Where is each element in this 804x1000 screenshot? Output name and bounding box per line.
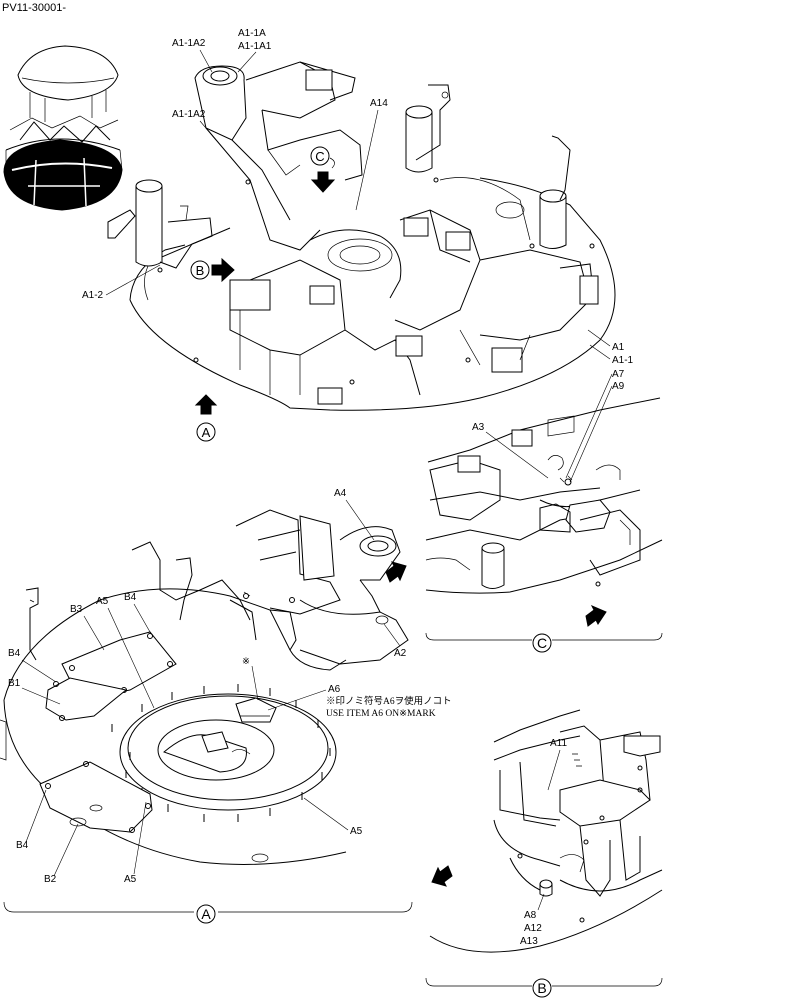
view-a-labels: A4 A2 ※ A6 ※印ノミ符号A6ヲ使用ノコト USE ITEM A6 ON… [8,488,452,885]
view-a-drawing [0,509,409,865]
svg-text:A: A [201,906,211,922]
note-a6-en: USE ITEM A6 ON※MARK [326,709,436,719]
label-a12: A12 [524,923,542,934]
arrow-view-a [194,394,218,415]
svg-text:C: C [315,149,324,164]
label-a4: A4 [334,488,347,499]
label-b3: B3 [70,604,83,615]
arrow-view-c [310,171,336,193]
label-a1-1a2-mid: A1-1A2 [172,109,206,120]
label-a6: A6 [328,684,341,695]
label-a9: A9 [612,381,625,392]
machine-thumbnail [3,45,123,211]
label-a1-1a1: A1-1A1 [238,41,272,52]
view-a-caption: A [3,901,413,924]
view-c-drawing [425,397,663,627]
view-c-caption: C [425,632,663,653]
callout-a: A [196,422,216,442]
label-a11: A11 [550,738,567,749]
arrow-view-a-direction [385,561,407,583]
label-a7: A7 [612,369,625,380]
ring-bolts [111,684,331,822]
label-a8: A8 [524,910,537,921]
upper-frame-drawing [107,61,616,415]
label-b2: B2 [44,874,57,885]
label-a2: A2 [394,648,407,659]
svg-text:A: A [202,425,211,440]
arrow-view-b-direction [431,865,453,887]
label-a1-1: A1-1 [612,355,634,366]
label-b4-left: B4 [8,648,21,659]
callout-b: B [190,260,210,280]
view-c-labels: A3 [472,373,613,483]
view-b-labels: A11 A8 A12 A13 [520,738,567,947]
svg-text:B: B [196,263,205,278]
svg-text:C: C [537,635,547,651]
label-b4-top: B4 [124,592,137,603]
svg-text:B: B [537,980,546,996]
arrow-view-c-direction [585,605,607,627]
label-a1-2: A1-2 [82,290,104,301]
note-a6-jp: ※印ノミ符号A6ヲ使用ノコト [326,695,452,707]
label-a14: A14 [370,98,388,109]
label-a3: A3 [472,422,485,433]
arrow-view-b [211,257,235,283]
label-a5-top: A5 [96,596,109,607]
main-view-labels: A1-1A2 A1-1A A1-1A1 A1-1A2 A14 A1-2 A1 A… [82,28,634,392]
label-a1-1a: A1-1A [238,28,266,39]
label-a13: A13 [520,936,538,947]
label-a5-bottom: A5 [124,874,137,885]
part-code: PV11-30001- [2,2,66,14]
view-b-drawing [429,709,663,953]
label-b4-bottom: B4 [16,840,29,851]
view-b-caption: B [425,977,663,998]
label-b1: B1 [8,678,21,689]
label-a5-right: A5 [350,826,363,837]
note-mark: ※ [242,657,250,667]
label-a1: A1 [612,342,625,353]
label-a1-1a2-top: A1-1A2 [172,38,206,49]
callout-c: C [310,146,335,169]
